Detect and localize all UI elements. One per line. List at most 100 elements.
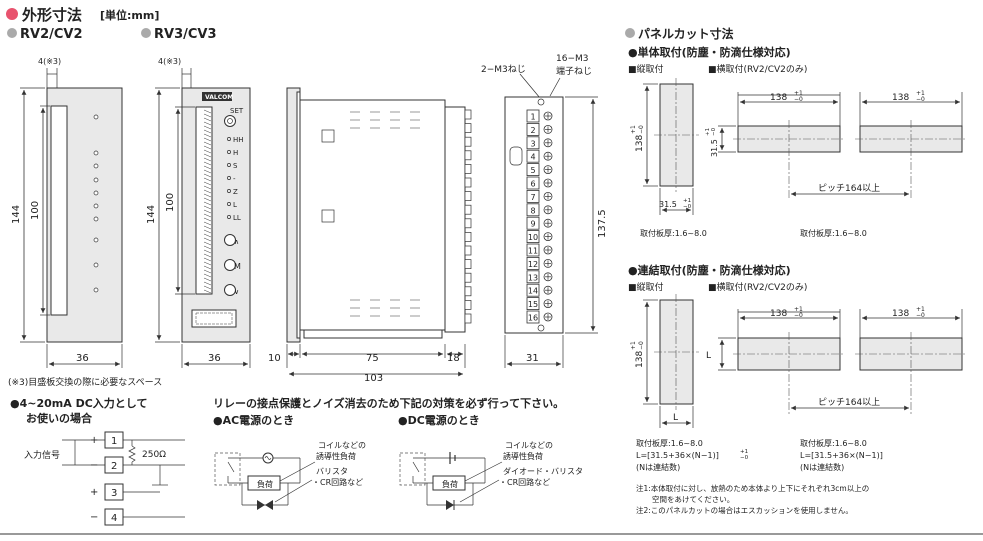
panel-heading: パネルカット寸法 [638, 26, 734, 41]
side-terminal-tooth [464, 259, 472, 269]
digital-display [191, 309, 237, 328]
scale-tick [203, 241, 212, 246]
terminal-number-box [526, 176, 540, 190]
gang-v-formula: L=[31.5+36×(N−1)] [636, 451, 719, 460]
single-h-tol-plus-a: +1 [794, 90, 803, 97]
dc-coil-1: コイルなどの [505, 441, 553, 450]
scale-tick [203, 273, 212, 278]
side-terminal-tooth [464, 245, 472, 256]
scale-tick [203, 153, 212, 158]
gang-h-tol-plus-b: +1 [916, 306, 925, 313]
dc-diode-icon [446, 500, 454, 510]
ac-coil-1: コイルなどの [318, 441, 366, 450]
single-h-h-tol-plus: +1 [705, 128, 711, 136]
terminal-number: 8 [530, 206, 535, 215]
rv3-dim-width: 36 [208, 353, 221, 364]
gang-h-tol-zero-b: −0 [916, 312, 925, 319]
dc-varistor: ダイオード・バリスタ [503, 466, 583, 476]
rv2-dim-height: 144 [11, 205, 22, 224]
input-terminal-2-label: 2 [111, 461, 117, 472]
single-h-dim-138-a: 138 [770, 93, 787, 103]
relay-heading: リレーの接点保護とノイズ消去のため下記の対策を必ず行って下さい。 [213, 396, 564, 410]
single-v-tol-plus: +1 [630, 125, 637, 134]
terminal-dim-width: 31 [526, 353, 539, 364]
terminal-number: 9 [530, 220, 535, 229]
terminal-number-box [526, 243, 540, 257]
scale-tick [203, 277, 212, 282]
terminal-number: 14 [528, 287, 538, 296]
scale-tick [203, 237, 212, 242]
single-pitch: ピッチ164以上 [818, 183, 880, 194]
led-label-h: H [233, 149, 238, 157]
gang-v-n-note: (Nは連結数) [636, 462, 680, 472]
side-terminal-tooth [464, 300, 472, 310]
terminal-number: 13 [528, 273, 538, 282]
rv3-dim-scale: 100 [165, 193, 176, 212]
terminal-latch [509, 146, 523, 166]
input-section: ●4~20mA DC入力として お使いの場合 入力信号 + − + − 1 2 … [10, 396, 185, 526]
relay-dc: ●DC電源のとき 負荷 コイルなどの 誘導性負荷 ダイオード・バリスタ ・CR回… [398, 413, 583, 510]
rv2-dim-scale: 100 [30, 201, 41, 220]
scale-tick [203, 133, 212, 138]
rv3-label: RV3/CV3 [154, 27, 217, 42]
scale-tick [203, 113, 212, 118]
plus-3: + [90, 487, 98, 498]
terminal-number-box [526, 109, 540, 123]
ac-load-label: 負荷 [257, 479, 273, 489]
scale-tick [203, 173, 212, 178]
scale-tick [203, 233, 212, 238]
ac-varistor: バリスタ [316, 467, 348, 476]
scale-tick [203, 157, 212, 162]
rv3-note-dim: 4(※3) [158, 57, 181, 66]
gang-h-tol-plus-a: +1 [794, 306, 803, 313]
gang-v-formula-tol-zero: −0 [740, 455, 749, 461]
single-h-dim-138-b: 138 [892, 93, 909, 103]
terminal-number: 5 [530, 166, 535, 175]
resistor-icon [128, 445, 136, 463]
single-v-dim-315: 31.5 [659, 200, 677, 209]
scale-tick [203, 149, 212, 154]
terminal-number-box [526, 310, 540, 324]
mode-button-icon [224, 259, 236, 271]
side-terminal-tooth [464, 123, 472, 133]
rv3-brand: VALCOM [205, 94, 233, 101]
dc-contact-icon [412, 461, 420, 473]
led-label-z: Z [233, 188, 238, 196]
mount-screw-top-icon [537, 98, 545, 106]
relay-ac: ●AC電源のとき 負荷 コイルなどの 誘導性負荷 バリスタ ・CR回路など [213, 413, 366, 510]
terminal-number: 7 [530, 193, 535, 202]
dc-load-label: 負荷 [442, 479, 458, 489]
rv3-body [181, 87, 251, 343]
side-dim-18: 18 [447, 353, 460, 364]
gang-v-formula-tol-plus: +1 [740, 449, 748, 455]
down-button-icon [224, 284, 236, 296]
gang-horizontal: ■横取付(RV2/CV2のみ) [708, 281, 807, 293]
input-terminal-1-label: 1 [111, 436, 117, 447]
terminal-number-box [526, 203, 540, 217]
footnote-scale: (※3)目盛板交換の際に必要なスペース [8, 376, 162, 388]
terminal-number: 15 [528, 300, 538, 309]
led-label-ll: LL [233, 214, 241, 222]
title-bullet-icon [6, 8, 18, 20]
scale-tick [203, 281, 212, 286]
gang-h-n-note: (Nは連結数) [800, 462, 844, 472]
side-terminal-tooth [464, 204, 472, 215]
single-vertical: ■縦取付 [628, 63, 664, 75]
single-h-dim-315: 31.5 [710, 139, 719, 157]
scale-tick [203, 197, 212, 202]
scale-tick [203, 245, 212, 250]
panel-gang: ●連結取付(防塵・防滴仕様対応) ■縦取付 ■横取付(RV2/CV2のみ) 13… [628, 263, 967, 472]
terminal-number-box [526, 189, 540, 203]
minus-2: − [90, 460, 98, 471]
dc-cr: ・CR回路など [499, 477, 550, 487]
scale-tick [203, 205, 212, 210]
page-title: 外形寸法 [21, 6, 82, 24]
single-v-w-tol-plus: +1 [683, 198, 691, 204]
rv2-label: RV2/CV2 [20, 27, 83, 42]
rv3-front-view: 4(※3) VALCOM SET HH H S - Z L LL ∧ M ∨ [146, 57, 251, 368]
up-button-label: ∧ [234, 238, 239, 246]
side-terminal-tooth [464, 164, 472, 174]
scale-tick [203, 257, 212, 262]
input-heading-2: お使いの場合 [26, 411, 93, 425]
